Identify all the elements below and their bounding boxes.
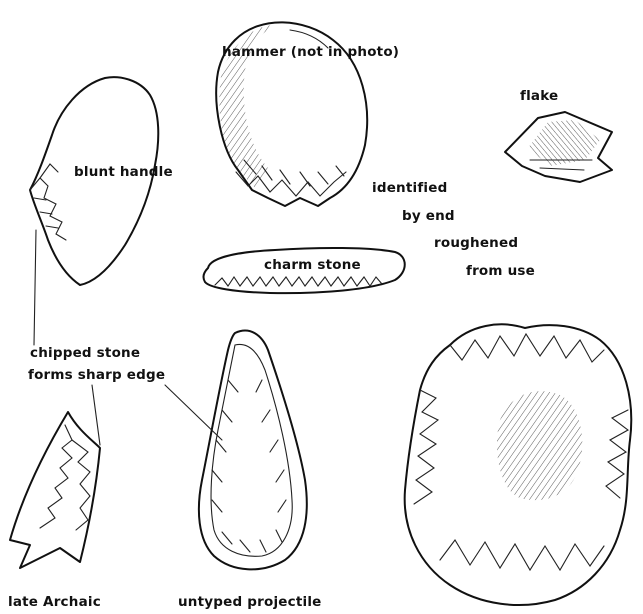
label-roughened: roughened [434,235,518,251]
label-late-archaic: late Archaic [8,594,101,610]
label-identified: identified [372,180,447,196]
label-from-use: from use [466,263,535,279]
blunt-handle-tool-drawing [30,77,158,285]
label-forms-sharp-edge: forms sharp edge [28,367,165,383]
label-blunt-handle: blunt handle [74,164,173,180]
label-charm-stone: charm stone [264,257,361,273]
label-untyped-projectile: untyped projectile [178,594,322,610]
leader-line-chipped-edge-handle [34,230,36,345]
label-by-end: by end [402,208,455,224]
leader-line-chipped-edge-projectile [165,385,222,440]
late-archaic-point-drawing [10,412,100,568]
untyped-projectile-drawing [199,331,307,570]
flake-drawing [505,112,612,182]
label-chipped-stone: chipped stone [30,345,140,361]
large-biface-drawing [405,324,632,605]
leader-line-chipped-edge-point [92,385,100,445]
label-flake: flake [520,88,558,104]
label-hammer: hammer (not in photo) [222,44,399,60]
